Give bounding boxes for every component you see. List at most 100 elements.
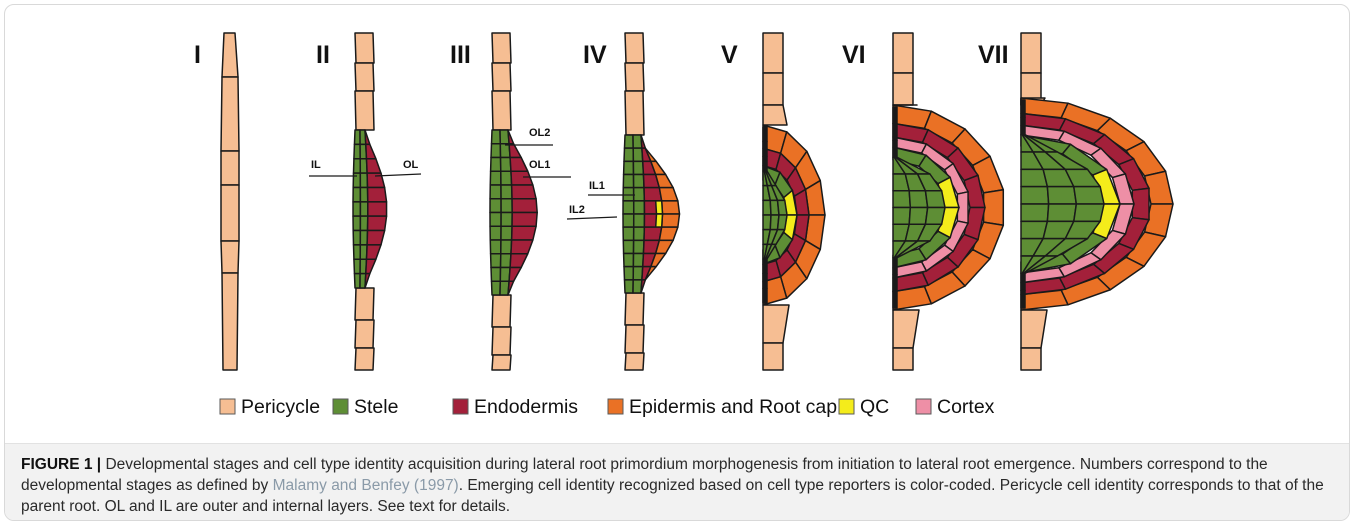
stage-III-endodermis-cell [508,281,514,295]
stage-II-stele-cell [353,187,360,201]
stage-II-stele-cell [360,187,367,201]
stage-IV-endodermis-cell [641,280,645,293]
stage-VII-pericycle-cell [1021,310,1047,348]
stage-IV-qc-cell [656,214,663,227]
stage-V-pericycle-cell [763,305,789,343]
stage-V-stele-cell [766,142,767,157]
stage-VI-stele-cell [896,275,897,292]
stage-IV-stele-cell [633,254,643,267]
stage-number-II: II [316,41,330,69]
stage-IV-stele-cell [623,240,633,253]
stage-III-pericycle-cell [492,355,511,370]
stage-VII-stele-cell [1024,100,1025,117]
stage-III-endodermis-cell [510,254,528,268]
stage-III-stele-cell [490,226,501,240]
stage-IV-stele-cell [623,188,634,201]
stage-IV-pericycle-cell [625,325,644,353]
stage-number-VII: VII [978,41,1009,69]
stage-II-endodermis-cell [365,130,370,144]
stage-III-stele-cell [490,199,501,213]
stage-II-stele-cell [353,245,360,259]
stage-drawings [221,33,1173,370]
stage-III-stele-cell [490,213,501,227]
layer-label-OL1: OL1 [529,159,550,171]
stage-II-endodermis-cell [368,216,387,230]
stage-II-stele-cell [353,231,360,245]
stage-V-stele-cell [778,215,787,230]
pericycle-cell [221,185,239,241]
citation-link[interactable]: Malamy and Benfey (1997) [273,477,459,494]
layer-label-IL: IL [311,159,321,171]
stage-VII-stele-cell [1024,291,1025,308]
stage-V-drawing [763,33,825,370]
layer-label-OL2: OL2 [529,127,550,139]
stage-III-pericycle-cell [492,91,511,130]
stage-II-stele-cell [354,274,360,288]
stage-VI-stele-cell [896,124,897,141]
stage-IV-stele-cell [623,201,634,214]
stage-IV-stele-cell [634,214,645,227]
pericycle-cell [222,33,238,77]
stage-IV-epidermis-cell [659,188,678,201]
stage-II-endodermis-cell [365,274,370,288]
stage-III-pericycle-cell [492,63,511,91]
stage-II-stele-cell [360,202,367,216]
stage-IV-stele-cell [633,161,643,174]
stage-III-stele-cell [491,268,501,282]
stage-V-pericycle-cell [763,73,783,105]
layer-label-IL1: IL1 [589,180,605,192]
stage-II-endodermis-cell [368,202,387,216]
stage-II-pericycle-cell [355,348,374,370]
stage-VII-endodermis-cell [1132,188,1149,219]
legend-swatch-cortex [916,399,931,414]
stage-II-pericycle-cell [355,91,374,130]
stage-III-stele-cell [491,254,501,268]
stage-V-stele-cell [766,127,767,142]
stage-number-III: III [450,41,471,69]
stage-III-endodermis-cell [512,185,536,199]
stage-III-stele-cell [491,144,501,158]
stage-VII-stele-cell [1024,273,1025,290]
stage-III-endodermis-cell [512,199,537,213]
stage-VI-pericycle-cell [893,348,913,370]
stage-IV-stele-cell [624,135,633,148]
stage-II-stele-cell [353,202,360,216]
stage-VII-stele-cell [1047,204,1076,221]
stage-VII-stele-cell [1074,187,1104,204]
stage-VI-stele-cell [896,107,897,124]
stage-III-stele-cell [491,130,500,144]
stage-IV-stele-cell [634,227,645,240]
stage-II-pericycle-cell [355,320,374,348]
stage-II-endodermis-cell [367,159,381,173]
stage-VI-drawing [893,33,1003,370]
stage-III-stele-cell [491,281,500,295]
stage-III-endodermis-cell [509,144,521,158]
stage-III-pericycle-cell [492,33,511,63]
stage-IV-epidermis-cell [656,175,673,188]
figure-caption-area: FIGURE 1 | Developmental stages and cell… [5,443,1350,521]
legend-label-qc: QC [860,396,889,418]
stage-II-stele-cell [353,159,360,173]
legend-swatch-endodermis [453,399,468,414]
stage-V-pericycle-cell [763,33,783,73]
stage-IV-stele-cell [623,175,633,188]
stage-III-pericycle-cell [492,295,511,327]
stage-VI-stele-cell [896,141,897,158]
stage-II-stele-cell [360,216,367,230]
stage-III-endodermis-cell [510,158,528,172]
stage-VI-stele-cell [896,258,897,275]
stage-III-endodermis-cell [511,240,533,254]
stage-III-stele-cell [501,171,512,185]
stage-IV-stele-cell [634,240,645,253]
legend-label-cortex: Cortex [937,396,995,418]
stage-VII-stele-cell [1047,187,1076,204]
stage-IV-stele-cell [634,175,645,188]
stage-VI-stele-cell [925,191,945,208]
stage-II-stele-cell [353,173,360,187]
stage-III-stele-cell [501,185,512,199]
stage-IV-stele-cell [623,227,634,240]
stage-VII-stele-cell [1024,117,1025,134]
legend-label-pericycle: Pericycle [241,396,320,418]
